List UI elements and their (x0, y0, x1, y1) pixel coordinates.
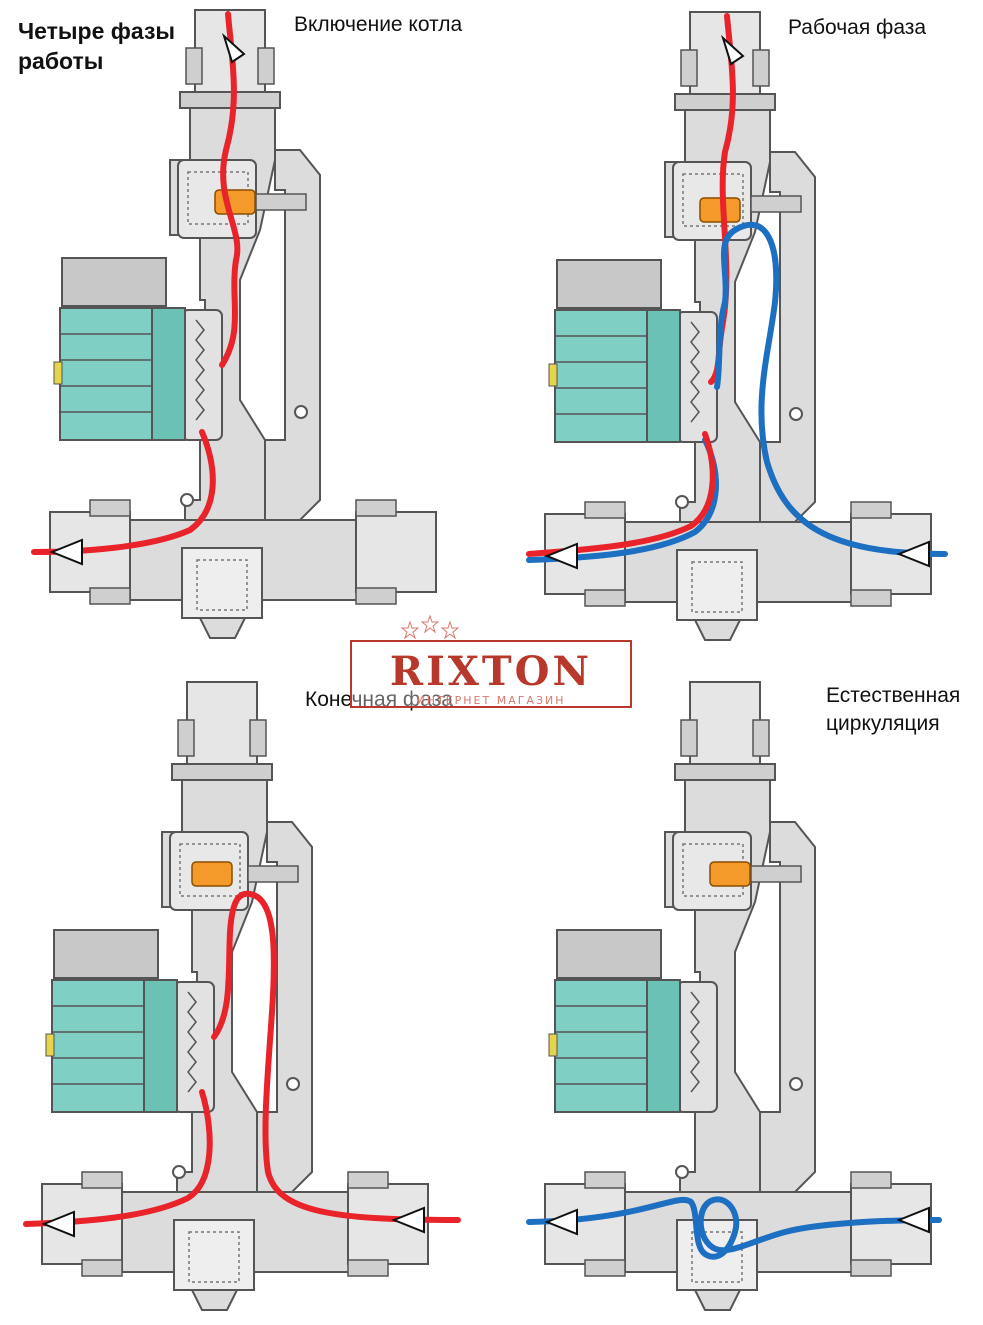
caption-working-phase: Рабочая фаза (788, 16, 927, 39)
caption-final-phase: Конечная фаза (305, 688, 453, 711)
panel-natural-circulation (526, 681, 942, 1311)
flow-arrow-icon (41, 1210, 75, 1238)
thermostat-element (214, 189, 256, 215)
rixton-logo: RIXTON ИНТЕРНЕТ МАГАЗИН (350, 614, 632, 708)
flow-arrow-icon (544, 542, 578, 570)
flow-arrow-icon (49, 538, 83, 566)
flow-arrow-icon (391, 1206, 425, 1234)
cold-flow-line (714, 221, 948, 557)
flow-arrow-icon (720, 34, 745, 66)
hot-flow-line (219, 11, 241, 368)
thermostat-element (191, 861, 233, 887)
hot-flow-line (23, 1089, 213, 1227)
flow-arrow-icon (896, 1206, 930, 1234)
logo-brand: RIXTON (389, 648, 593, 695)
caption-natural-circulation-2: циркуляция (826, 712, 940, 735)
hot-flow-line (211, 890, 461, 1223)
caption-boiler-start: Включение котла (294, 13, 463, 36)
logo-subtitle: ИНТЕРНЕТ МАГАЗИН (416, 694, 566, 707)
thermostat-element (699, 197, 741, 223)
panel-boiler-start (31, 9, 437, 639)
star-icon (400, 614, 460, 640)
panel-final-phase (23, 681, 461, 1311)
cold-flow-line (526, 1196, 942, 1260)
panel-working-phase (526, 11, 948, 641)
main-title-line2: работы (18, 48, 104, 74)
pump-unit (49, 9, 437, 639)
caption-natural-circulation-1: Естественная (826, 684, 961, 707)
flow-arrow-icon (896, 540, 930, 568)
flow-arrow-icon (544, 1208, 578, 1236)
flow-arrow-icon (221, 32, 246, 64)
main-title: Четыре фазы работы (18, 16, 175, 76)
main-title-line1: Четыре фазы (18, 18, 176, 44)
thermostat-element (709, 861, 751, 887)
